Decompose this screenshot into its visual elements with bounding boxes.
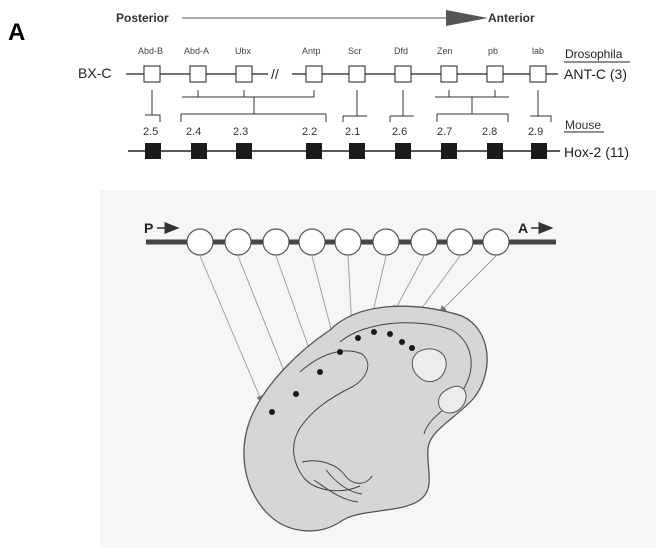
gene-circle-7 (411, 229, 437, 255)
gene-label-zen: Zen (437, 46, 453, 56)
gene-circles (187, 229, 509, 255)
mouse-label-25: 2.5 (143, 126, 158, 138)
boundary-dot-4 (337, 349, 343, 355)
gene-box-antp (306, 66, 322, 82)
gene-circle-5 (335, 229, 361, 255)
gene-label-antp: Antp (302, 46, 321, 56)
gene-label-ubx: Ubx (235, 46, 252, 56)
mouse-label-21: 2.1 (345, 126, 360, 138)
posterior-label: Posterior (116, 11, 169, 25)
mouse-label-29: 2.9 (528, 126, 543, 138)
gene-box-scr (349, 66, 365, 82)
boundary-dot-9 (409, 345, 415, 351)
mouse-gene-box-25 (145, 143, 161, 159)
axis-arrowhead-icon (446, 10, 488, 26)
drosophila-label: Drosophila (565, 47, 623, 61)
gene-box-ubx (236, 66, 252, 82)
chromosome-break-mark: // (271, 66, 279, 82)
boundary-dot-5 (355, 335, 361, 341)
anterior-label: Anterior (488, 11, 535, 25)
mouse-gene-box-21 (349, 143, 365, 159)
hox2-label: Hox-2 (11) (564, 144, 629, 160)
gene-circle-8 (447, 229, 473, 255)
mouse-gene-box-24 (191, 143, 207, 159)
boundary-dot-1 (269, 409, 275, 415)
gene-box-abdb (144, 66, 160, 82)
gene-label-abda: Abd-A (184, 46, 209, 56)
gene-circle-2 (225, 229, 251, 255)
mouse-label-24: 2.4 (186, 126, 201, 138)
gene-label-scr: Scr (348, 46, 362, 56)
mouse-gene-box-27 (441, 143, 457, 159)
gene-box-lab (530, 66, 546, 82)
mouse-label-28: 2.8 (482, 126, 497, 138)
boundary-dot-2 (293, 391, 299, 397)
gene-label-pb: pb (488, 46, 498, 56)
antc-label: ANT-C (3) (564, 66, 627, 82)
gene-circle-4 (299, 229, 325, 255)
mouse-label: Mouse (565, 118, 601, 132)
boundary-dot-6 (371, 329, 377, 335)
posterior-marker: P (144, 220, 153, 236)
mouse-gene-box-22 (306, 143, 322, 159)
mouse-gene-box-23 (236, 143, 252, 159)
mouse-gene-box-26 (395, 143, 411, 159)
gene-circle-3 (263, 229, 289, 255)
mouse-label-22: 2.2 (302, 126, 317, 138)
gene-circle-1 (187, 229, 213, 255)
mouse-label-23: 2.3 (233, 126, 248, 138)
gene-box-dfd (395, 66, 411, 82)
homology-connectors (145, 90, 551, 122)
gene-box-zen (441, 66, 457, 82)
gene-label-abdb: Abd-B (138, 46, 163, 56)
gene-box-abda (190, 66, 206, 82)
mouse-gene-box-29 (531, 143, 547, 159)
boundary-dot-7 (387, 331, 393, 337)
bxc-label: BX-C (78, 65, 111, 81)
boundary-dot-8 (399, 339, 405, 345)
gene-label-dfd: Dfd (394, 46, 408, 56)
mouse-label-26: 2.6 (392, 126, 407, 138)
gene-box-pb (487, 66, 503, 82)
anterior-marker: A (518, 220, 528, 236)
panel-label: A (8, 19, 25, 46)
gene-circle-9 (483, 229, 509, 255)
gene-label-lab: lab (532, 46, 544, 56)
boundary-dot-3 (317, 369, 323, 375)
gene-circle-6 (373, 229, 399, 255)
mouse-gene-box-28 (487, 143, 503, 159)
mouse-label-27: 2.7 (437, 126, 452, 138)
